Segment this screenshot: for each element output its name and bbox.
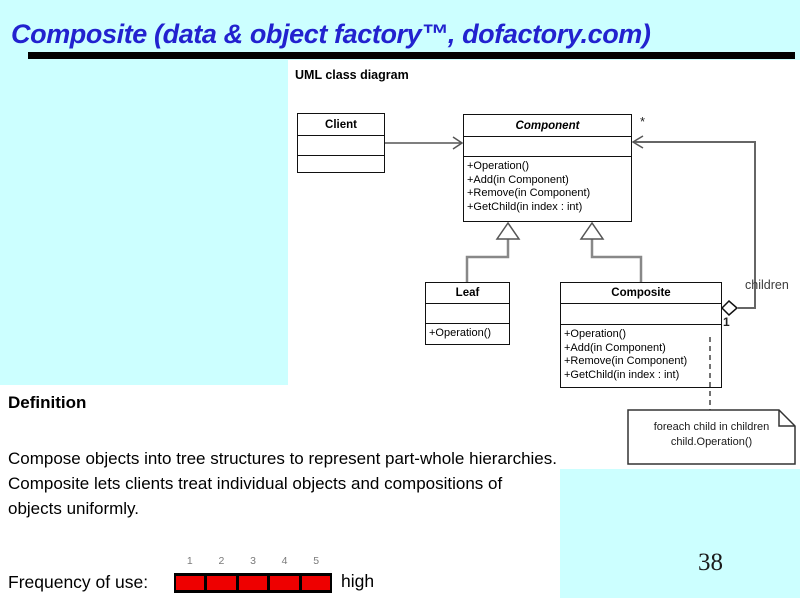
definition-panel — [0, 385, 560, 600]
frequency-label: Frequency of use: — [8, 572, 149, 592]
class-box-leaf: Leaf +Operation() — [425, 282, 510, 345]
frequency-scale-numbers: 1 2 3 4 5 — [174, 555, 332, 567]
class-box-component: Component +Operation() +Add(in Component… — [463, 114, 632, 222]
leaf-attributes-compartment — [426, 304, 509, 324]
class-box-client: Client — [297, 113, 385, 173]
class-box-composite: Composite +Operation() +Add(in Component… — [560, 282, 722, 388]
operation-line: +GetChild(in index : int) — [564, 368, 680, 381]
client-operations-compartment — [298, 156, 384, 172]
composite-operations-compartment: +Operation() +Add(in Component) +Remove(… — [561, 325, 721, 387]
rating-segment — [301, 576, 331, 590]
operation-line: +Add(in Component) — [564, 341, 666, 354]
uml-note-text: foreach child in children child.Operatio… — [628, 420, 795, 450]
rating-segment — [270, 576, 299, 590]
note-line: child.Operation() — [670, 436, 753, 448]
frequency-rating-bar — [174, 573, 332, 593]
client-attributes-compartment — [298, 136, 384, 156]
title-underline — [28, 52, 795, 59]
multiplicity-star-label: * — [640, 114, 646, 129]
operation-line: +Remove(in Component) — [467, 187, 591, 199]
page-number: 38 — [698, 549, 723, 576]
frequency-level-label: high — [341, 571, 375, 591]
uml-diagram-heading: UML class diagram — [295, 68, 409, 82]
operation-line: +Add(in Component) — [467, 173, 569, 186]
operation-line: +Remove(in Component) — [564, 355, 688, 367]
scale-number: 3 — [250, 555, 256, 567]
component-attributes-compartment — [464, 137, 631, 157]
class-name-component: Component — [464, 115, 631, 137]
note-line: foreach child in children — [653, 421, 770, 433]
multiplicity-one-label: 1 — [723, 315, 730, 329]
component-operations-compartment: +Operation() +Add(in Component) +Remove(… — [464, 157, 631, 221]
children-role-label: children — [745, 278, 789, 292]
operation-line: +GetChild(in index : int) — [467, 200, 583, 213]
operation-line: +Operation() — [564, 328, 627, 340]
operation-line: +Operation() — [429, 327, 492, 339]
rating-segment — [238, 576, 268, 590]
scale-number: 2 — [218, 555, 225, 567]
slide-title: Composite (data & object factory™, dofac… — [11, 19, 651, 49]
scale-number: 5 — [313, 555, 320, 567]
composite-attributes-compartment — [561, 304, 721, 325]
scale-number: 4 — [281, 555, 288, 567]
class-name-client: Client — [298, 114, 384, 136]
scale-number: 1 — [186, 555, 193, 567]
definition-heading: Definition — [8, 393, 87, 412]
rating-segment — [207, 576, 236, 590]
operation-line: +Operation() — [467, 160, 530, 172]
definition-body: Compose objects into tree structures to … — [8, 449, 557, 518]
leaf-operations-compartment: +Operation() — [426, 324, 509, 344]
rating-segment — [176, 576, 205, 590]
class-name-composite: Composite — [561, 283, 721, 304]
class-name-leaf: Leaf — [426, 283, 509, 304]
